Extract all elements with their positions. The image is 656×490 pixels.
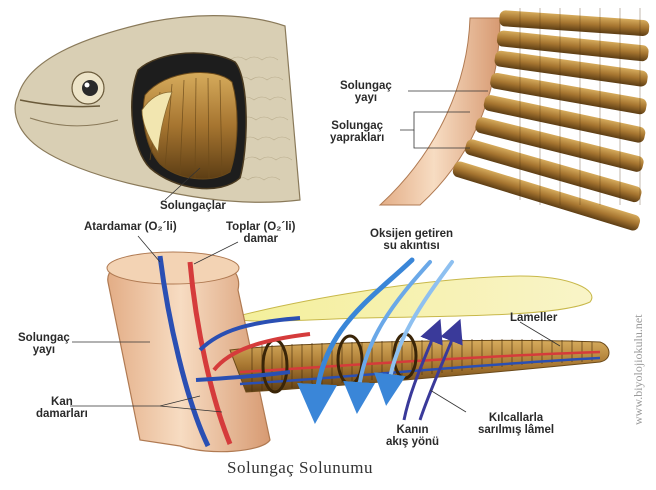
label-arc-top-line2: yayı [340,92,392,104]
label-vessels-line1: Kan [36,396,88,408]
label-water-flow-line1: Oksijen getiren [370,228,453,240]
label-vein: Toplar (O₂´li) damar [226,221,295,245]
gill-arch-closeup [380,8,650,232]
watermark-text: www.biyolojiokulu.net [631,275,649,465]
label-lameller: Lameller [510,312,557,324]
label-vessels: Kan damarları [36,396,88,420]
label-arc-bottom-line1: Solungaç [18,332,70,344]
label-filaments-top-line2: yaprakları [330,132,384,144]
label-arc-bottom-line2: yayı [18,344,70,356]
capillary-pointer-line [430,390,466,412]
gill-filament-bottom [230,334,609,392]
fish-head-illustration [15,16,300,203]
label-blood-flow-line2: akış yönü [386,436,439,448]
figure-caption: Solungaç Solunumu [0,458,600,478]
label-arc-top: Solungaç yayı [340,80,392,104]
label-water-flow: Oksijen getiren su akıntısı [370,228,453,252]
label-blood-flow-line1: Kanın [386,424,439,436]
label-water-flow-line2: su akıntısı [370,240,453,252]
label-artery: Atardamar (O₂´li) [84,221,177,233]
label-solungaclar: Solungaçlar [160,200,226,212]
label-vein-line2: damar [226,233,295,245]
label-filaments-top-line1: Solungaç [330,120,384,132]
label-arc-top-line1: Solungaç [340,80,392,92]
label-filaments-top: Solungaç yaprakları [330,120,384,144]
label-vessels-line2: damarları [36,408,88,420]
label-arc-bottom: Solungaç yayı [18,332,70,356]
label-vein-line1: Toplar (O₂´li) [226,221,295,233]
label-blood-flow: Kanın akış yönü [386,424,439,448]
label-capillary: Kılcallarla sarılmış lâmel [478,412,554,436]
label-capillary-line2: sarılmış lâmel [478,424,554,436]
label-capillary-line1: Kılcallarla [478,412,554,424]
